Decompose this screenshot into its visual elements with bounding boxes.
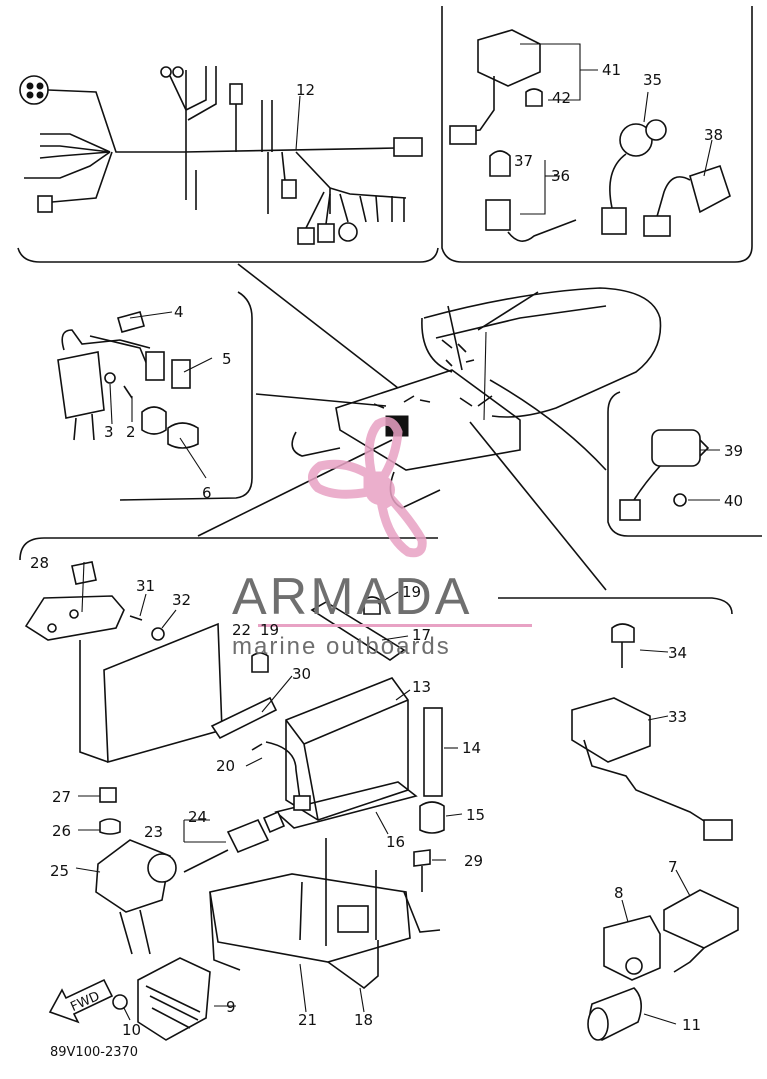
callout-32: 32: [172, 591, 191, 609]
callout-22: 22: [232, 621, 251, 639]
callout-31: 31: [136, 577, 155, 595]
callout-27: 27: [52, 788, 71, 806]
callout-21: 21: [298, 1011, 317, 1029]
callout-15: 15: [466, 806, 485, 824]
fuel-pump-group: [619, 429, 710, 521]
propeller-blade-right: [376, 494, 427, 558]
callout-7: 7: [668, 858, 678, 876]
watermark-brand: ARMADA: [232, 568, 472, 626]
callout-26: 26: [52, 822, 71, 840]
section-leaders: [197, 263, 607, 591]
callout-42: 42: [552, 89, 571, 107]
armada-watermark: ARMADA marine outboards: [232, 416, 532, 660]
callout-4: 4: [174, 303, 184, 321]
callout-39: 39: [724, 442, 743, 460]
fwd-arrow: FWD: [48, 978, 114, 1024]
callout-16: 16: [386, 833, 405, 851]
callout-3: 3: [104, 423, 114, 441]
callout-leaders: [75, 43, 720, 1025]
section-borders: [17, 6, 762, 615]
watermark-tagline: marine outboards: [232, 633, 451, 660]
propeller-hub: [365, 475, 395, 505]
callout-19-top: 19: [402, 583, 421, 601]
fwd-label: FWD: [68, 989, 102, 1015]
watermark-rule: [258, 624, 532, 627]
callout-37: 37: [514, 152, 533, 170]
callout-23: 23: [144, 823, 163, 841]
callout-10: 10: [122, 1021, 141, 1039]
switch-group-top-right: [449, 29, 731, 242]
callout-12: 12: [296, 81, 315, 99]
callout-24: 24: [188, 808, 207, 826]
callout-2: 2: [126, 423, 136, 441]
callout-19-bottom: 19: [260, 621, 279, 639]
callout-14: 14: [462, 739, 481, 757]
callout-33: 33: [668, 708, 687, 726]
callout-40: 40: [724, 492, 743, 510]
callout-34: 34: [668, 644, 687, 662]
callout-5: 5: [222, 350, 232, 368]
callout-17: 17: [412, 626, 431, 644]
callout-labels: 41 42 35 38 37 36 12 4 5 3 2 6 39 40 28 …: [30, 61, 743, 1060]
callout-6: 6: [202, 484, 212, 502]
callout-8: 8: [614, 884, 624, 902]
callout-25: 25: [50, 862, 69, 880]
callout-28: 28: [30, 554, 49, 572]
callout-9: 9: [226, 998, 236, 1016]
propeller-blade-top: [364, 416, 403, 481]
callout-20: 20: [216, 757, 235, 775]
callout-11: 11: [682, 1016, 701, 1034]
callout-30: 30: [292, 665, 311, 683]
machine-outline: [291, 287, 662, 509]
callout-13: 13: [412, 678, 431, 696]
callout-35: 35: [643, 71, 662, 89]
callout-36: 36: [551, 167, 570, 185]
propeller-logo: [308, 416, 427, 558]
callout-38: 38: [704, 126, 723, 144]
lower-group: [24, 561, 739, 1041]
callout-29: 29: [464, 852, 483, 870]
wiring-harness: [19, 66, 423, 245]
propeller-blade-left: [308, 459, 373, 499]
callout-18: 18: [354, 1011, 373, 1029]
diagram-code: 89V100-2370: [50, 1045, 138, 1060]
callout-41: 41: [602, 61, 621, 79]
